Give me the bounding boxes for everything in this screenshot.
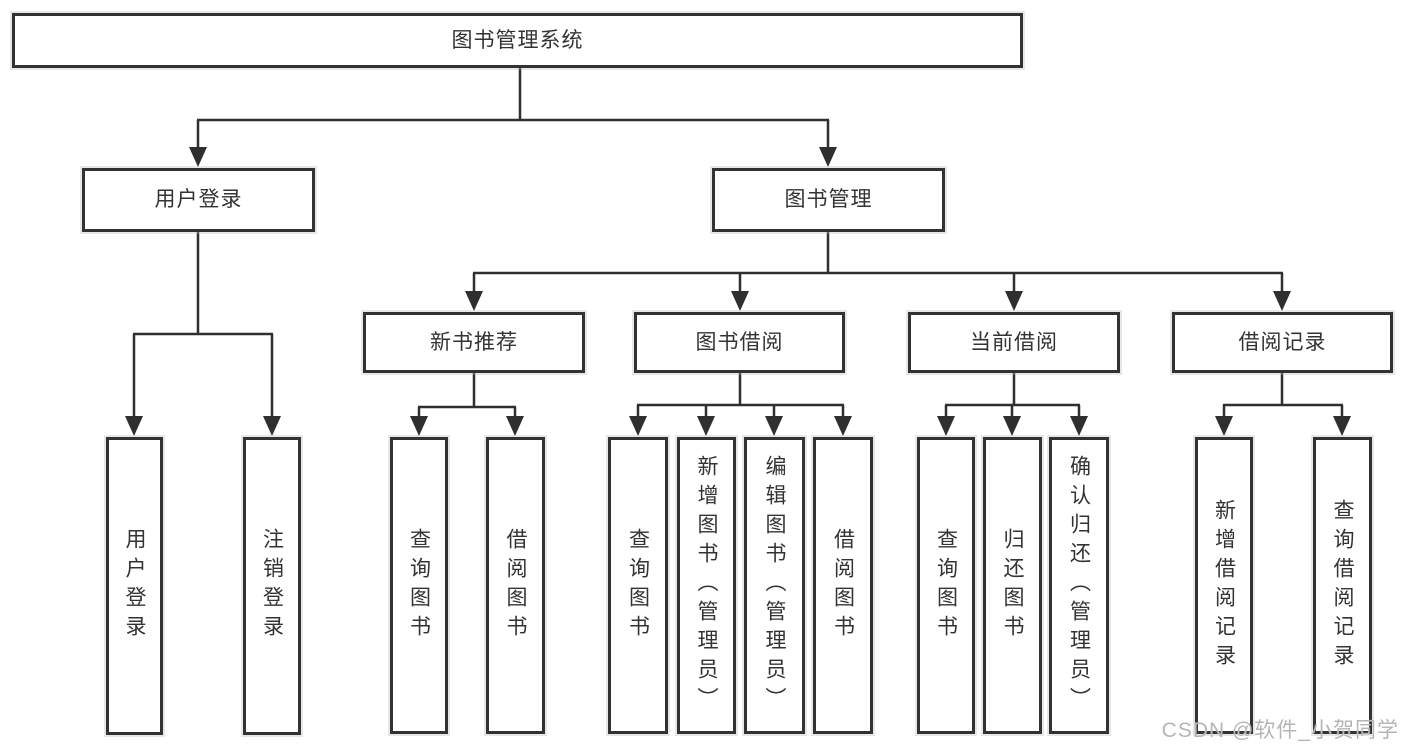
arrowheads: [125, 147, 1351, 436]
node-leaf-add-borrow-record: 新增借阅记录: [1195, 437, 1253, 734]
node-borrowing-records: 借阅记录: [1172, 312, 1393, 373]
node-leaf-query-books-3: 查询图书: [917, 437, 975, 734]
node-label: 当前借阅: [970, 330, 1058, 354]
node-label: 图书借阅: [695, 330, 784, 354]
node-leaf-user-login: 用户登录: [106, 437, 163, 735]
node-label: 用户登录: [123, 528, 146, 644]
node-leaf-borrow-books-2: 借阅图书: [813, 437, 873, 734]
node-label: 新增借阅记录: [1212, 498, 1236, 673]
node-label: 图书管理系统: [451, 28, 584, 52]
node-new-book-recommendation: 新书推荐: [363, 312, 585, 373]
node-leaf-add-books-admin: 新增图书（管理员）: [677, 437, 736, 734]
node-book-borrowing: 图书借阅: [634, 312, 845, 373]
node-label: 查询图书: [934, 527, 958, 644]
node-library-management-system: 图书管理系统: [12, 13, 1023, 68]
node-label: 借阅记录: [1238, 330, 1327, 354]
node-label: 查询图书: [407, 527, 431, 644]
node-leaf-confirm-return-admin: 确认归还（管理员）: [1049, 437, 1109, 734]
node-label: 借阅图书: [504, 527, 527, 644]
node-leaf-query-books-1: 查询图书: [390, 437, 448, 734]
node-label: 用户登录: [154, 188, 243, 212]
csdn-watermark: CSDN @软件_小贺同学: [1161, 719, 1399, 742]
node-leaf-return-books: 归还图书: [983, 437, 1042, 734]
node-label: 图书管理: [784, 188, 873, 212]
node-label: 新增图书（管理员）: [695, 455, 718, 716]
node-label: 归还图书: [1001, 527, 1024, 644]
node-label: 确认归还（管理员）: [1067, 455, 1091, 716]
node-book-management: 图书管理: [712, 168, 945, 232]
node-current-borrowing: 当前借阅: [908, 312, 1120, 373]
node-label: 借阅图书: [831, 527, 855, 644]
node-leaf-logout: 注销登录: [243, 437, 301, 735]
node-leaf-query-books-2: 查询图书: [608, 437, 668, 734]
node-leaf-borrow-books-1: 借阅图书: [486, 437, 545, 734]
node-label: 查询图书: [626, 527, 650, 644]
node-label: 编辑图书（管理员）: [763, 455, 786, 716]
node-label: 新书推荐: [430, 330, 518, 354]
node-leaf-query-borrow-record: 查询借阅记录: [1313, 437, 1372, 734]
node-leaf-edit-books-admin: 编辑图书（管理员）: [744, 437, 805, 734]
node-label: 注销登录: [260, 528, 284, 644]
node-user-login: 用户登录: [82, 168, 315, 232]
node-label: 查询借阅记录: [1331, 498, 1354, 673]
